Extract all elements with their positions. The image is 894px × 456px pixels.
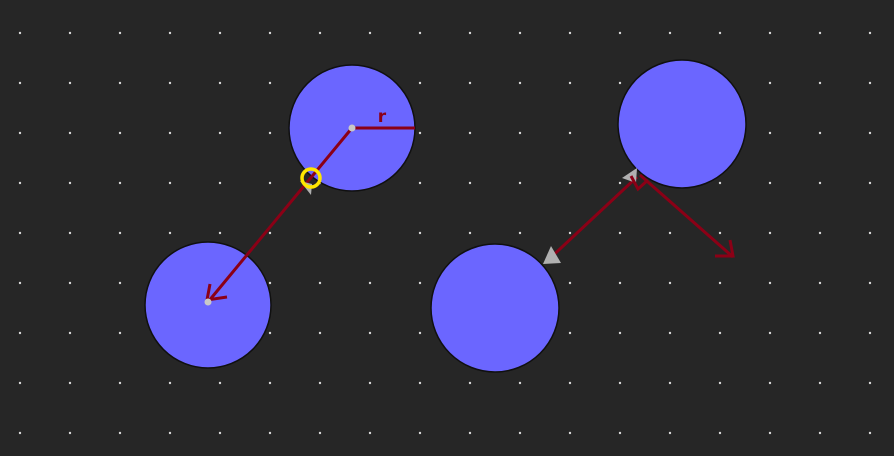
center-to-center-vector xyxy=(206,127,354,303)
radius-label: r xyxy=(378,107,387,127)
tangent-vector xyxy=(639,173,734,259)
normal-vector xyxy=(544,175,639,264)
normal-vector-arrowhead xyxy=(543,246,561,264)
center-dot-bottom-left xyxy=(204,298,212,306)
tangent-vector-arrowhead xyxy=(715,239,735,258)
right-contact-chevron xyxy=(629,175,650,192)
center-dot-top-left xyxy=(348,124,356,132)
ball-top-right xyxy=(617,59,747,189)
ball-bottom-right xyxy=(430,243,560,373)
contact-point-ring-icon xyxy=(300,167,322,189)
